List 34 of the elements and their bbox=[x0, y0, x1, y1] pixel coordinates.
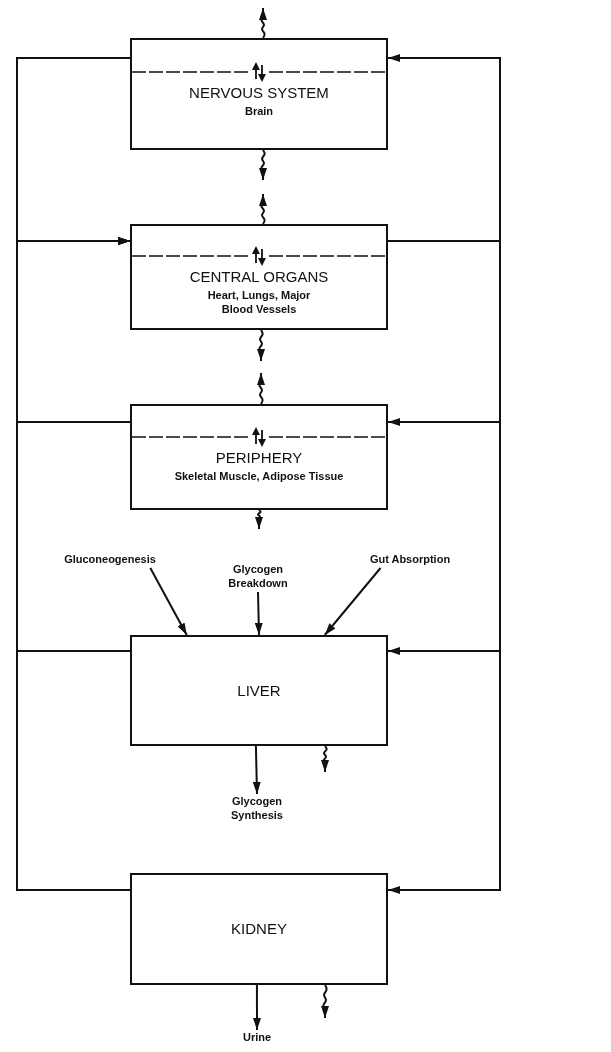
wavy-arrow bbox=[321, 745, 329, 773]
wavy-arrow bbox=[257, 372, 265, 405]
box-title: PERIPHERY bbox=[215, 449, 303, 467]
wavy-arrow bbox=[259, 7, 267, 39]
arrow bbox=[252, 745, 261, 795]
box-title: LIVER bbox=[237, 681, 281, 700]
organ-box bbox=[130, 873, 388, 985]
organ-box bbox=[130, 224, 388, 330]
arrow bbox=[323, 567, 382, 636]
box-subtitle: Heart, Lungs, Major Blood Vessels bbox=[206, 288, 312, 316]
wavy-arrow bbox=[255, 509, 263, 530]
arrow bbox=[149, 567, 188, 636]
organ-box bbox=[130, 635, 388, 746]
box-title: CENTRAL ORGANS bbox=[189, 268, 329, 286]
process-label: Glycogen Breakdown bbox=[213, 562, 303, 592]
arrow bbox=[16, 237, 131, 891]
box-subtitle: Skeletal Muscle, Adipose Tissue bbox=[174, 469, 344, 483]
process-label: Glycogen Synthesis bbox=[218, 794, 296, 826]
wavy-arrow bbox=[257, 329, 265, 362]
process-label: Urine bbox=[222, 1030, 292, 1046]
process-label: Gut Absorption bbox=[343, 552, 477, 568]
wavy-arrow bbox=[259, 149, 267, 181]
wavy-arrow bbox=[259, 193, 267, 225]
arrow bbox=[253, 984, 261, 1031]
arrow bbox=[387, 240, 501, 894]
process-label: Gluconeogenesis bbox=[38, 552, 182, 568]
arrow bbox=[254, 591, 263, 636]
organ-box bbox=[130, 38, 388, 150]
arrow bbox=[387, 54, 501, 242]
organ-box bbox=[130, 404, 388, 510]
box-title: KIDNEY bbox=[231, 920, 287, 938]
box-subtitle: Brain bbox=[244, 104, 274, 118]
wavy-arrow bbox=[321, 984, 329, 1019]
box-title: NERVOUS SYSTEM bbox=[189, 84, 329, 102]
